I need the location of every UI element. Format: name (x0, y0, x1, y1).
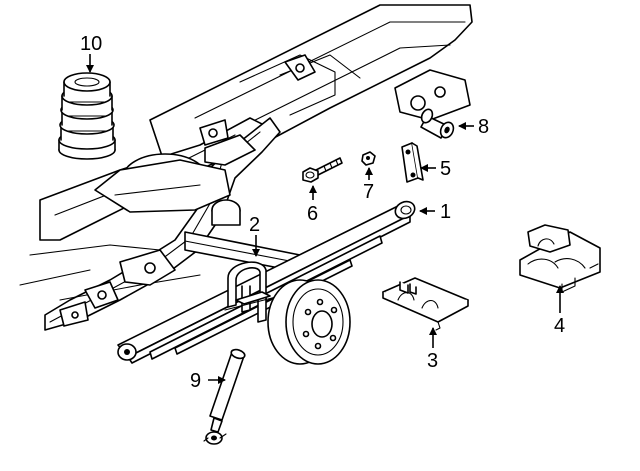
callout-2: 2 (249, 214, 260, 236)
frame-illustration (19, 4, 473, 331)
jounce-bumper-part (58, 72, 116, 160)
callouts: 10 8 5 7 6 1 2 4 3 9 (80, 33, 565, 392)
callout-7: 7 (363, 181, 374, 203)
brake-drum-part (267, 279, 351, 365)
shock-absorber-part (203, 348, 246, 445)
callout-6: 6 (307, 203, 318, 225)
callout-10: 10 (80, 33, 102, 55)
shackle-part (401, 142, 424, 183)
callout-1: 1 (440, 201, 451, 223)
u-bolt-part (224, 261, 273, 323)
callout-9: 9 (190, 370, 201, 392)
spring-plate-part (382, 277, 469, 331)
callout-5: 5 (440, 158, 451, 180)
nut-part (361, 151, 376, 166)
leader-lines (86, 54, 564, 384)
callout-4: 4 (554, 315, 565, 337)
bushing-part (420, 108, 455, 139)
callout-8: 8 (478, 116, 489, 138)
spring-bracket-part (519, 224, 601, 293)
callout-3: 3 (427, 350, 438, 372)
bolt-part (302, 157, 343, 183)
